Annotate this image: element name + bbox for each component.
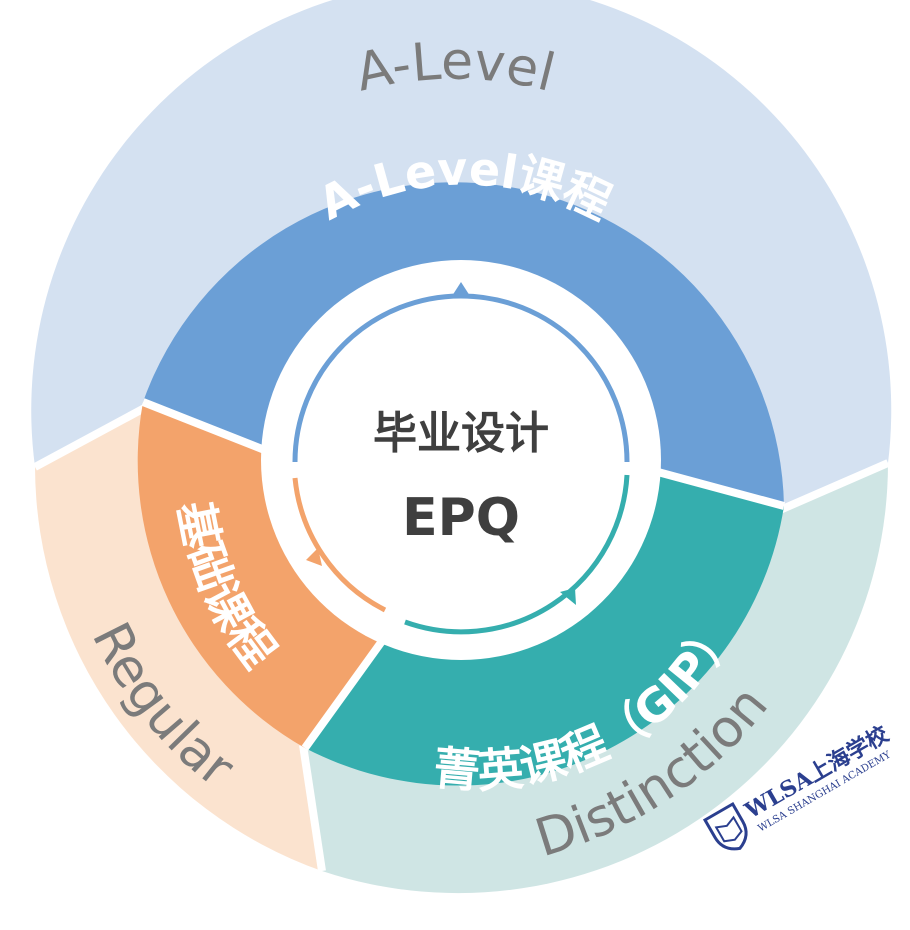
outer-ring-regular <box>35 405 322 871</box>
center-title: 毕业设计 <box>373 408 549 459</box>
center-arc-alevel <box>292 293 630 463</box>
arrow-marker-foundation <box>306 548 322 566</box>
center-circle <box>261 260 661 660</box>
arrow-marker-gip <box>560 588 576 605</box>
shield-icon <box>702 801 748 851</box>
center-subtitle: EPQ <box>402 488 520 548</box>
center-arc-gip <box>404 474 630 635</box>
center-arc-foundation <box>292 477 387 613</box>
band-foundation <box>137 402 390 748</box>
arrow-marker-alevel <box>452 282 470 296</box>
